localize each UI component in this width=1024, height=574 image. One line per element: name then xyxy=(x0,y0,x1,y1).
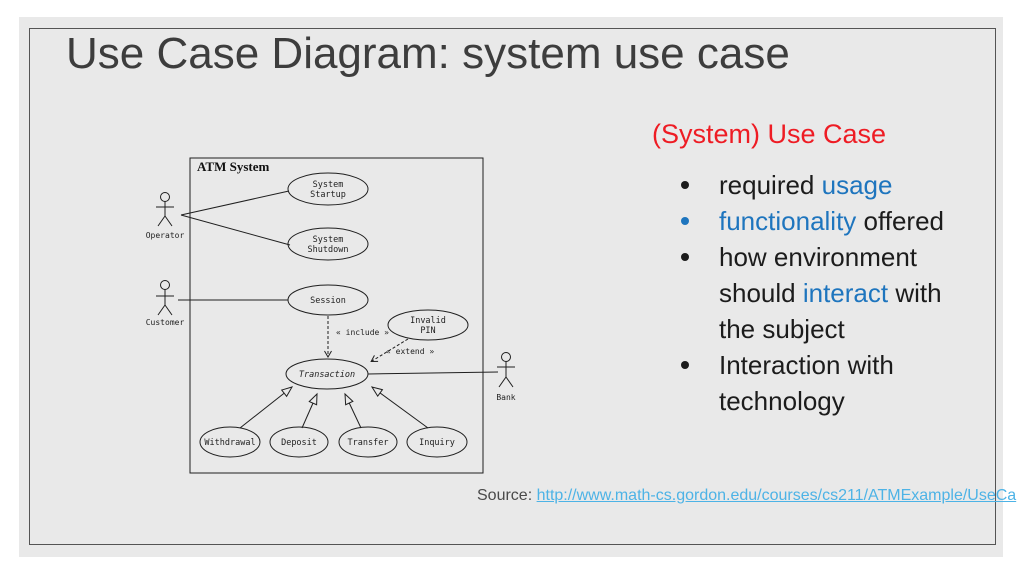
source-citation: Source: http://www.math-cs.gordon.edu/co… xyxy=(477,487,1016,505)
usecase-label: Startup xyxy=(310,190,346,200)
bullet-text-segment: offered xyxy=(856,206,945,236)
actor-customer xyxy=(156,280,174,316)
system-boundary-box xyxy=(189,157,484,474)
use-case-ovals xyxy=(199,172,469,458)
usecase-oval-withdrawal xyxy=(199,426,261,458)
bullet-list: required usage functionality offered how… xyxy=(667,167,987,419)
usecase-label: System xyxy=(313,235,344,245)
actor-bank-label: Bank xyxy=(496,393,515,402)
atm-use-case-diagram: ATM System « include » « extend » xyxy=(146,157,516,474)
operator-head xyxy=(160,192,170,202)
usecase-oval-system-startup xyxy=(287,172,369,206)
usecase-oval-session xyxy=(287,284,369,316)
bullet-text-segment: with the subject xyxy=(719,278,942,344)
actor-bank xyxy=(497,352,515,388)
source-hyperlink[interactable]: http://www.math-cs.gordon.edu/courses/cs… xyxy=(536,487,1017,504)
extend-arrow xyxy=(370,338,409,363)
usecase-label: Transfer xyxy=(348,438,389,448)
bullet-item: Interaction with technology xyxy=(667,347,977,419)
panel-heading: (System) Use Case xyxy=(652,119,887,149)
bullet-text-segment: how environment should xyxy=(719,242,917,308)
system-boundary-label: ATM System xyxy=(197,159,270,174)
bank-head xyxy=(501,352,511,362)
usecase-label: Invalid xyxy=(410,316,446,326)
source-label: Source: xyxy=(477,487,533,504)
customer-head xyxy=(160,280,170,290)
bullet-dot xyxy=(681,361,689,369)
bullet-dot xyxy=(681,217,689,225)
actor-operator xyxy=(156,192,174,227)
usecase-label: PIN xyxy=(420,326,435,336)
slide-title: Use Case Diagram: system use case xyxy=(66,29,790,78)
extend-stereotype: « extend » xyxy=(386,347,434,356)
bullet-dot xyxy=(681,253,689,261)
usecase-oval-deposit xyxy=(269,426,329,458)
include-stereotype: « include » xyxy=(336,328,389,337)
usecase-oval-transaction xyxy=(285,358,369,390)
usecase-label: Shutdown xyxy=(308,245,349,255)
usecase-oval-transfer xyxy=(338,426,398,458)
bullet-item: how environment should interact with the… xyxy=(667,239,977,347)
usecase-label-transaction: Transaction xyxy=(299,370,355,380)
actor-customer-label: Customer xyxy=(146,318,185,327)
association-lines xyxy=(178,190,499,375)
usecase-oval-inquiry xyxy=(406,426,468,458)
bullet-dot xyxy=(681,181,689,189)
bullet-text-segment: required xyxy=(719,170,822,200)
bullet-item: required usage xyxy=(667,167,977,203)
usecase-label: Session xyxy=(310,296,346,306)
actor-operator-label: Operator xyxy=(146,231,185,240)
bullet-text-segment: interact xyxy=(802,278,889,308)
bullet-text-segment: usage xyxy=(821,170,893,200)
bullet-text-segment: functionality xyxy=(719,206,857,236)
bullet-item: functionality offered xyxy=(667,203,977,239)
generalization-lines xyxy=(239,386,429,429)
usecase-label: Deposit xyxy=(281,438,317,448)
usecase-label: Withdrawal xyxy=(204,438,255,448)
usecase-oval-system-shutdown xyxy=(287,227,369,261)
bullet-text-segment: Interaction with technology xyxy=(719,350,894,416)
slide-canvas: Use Case Diagram: system use case ATM Sy… xyxy=(19,17,1016,557)
usecase-label: Inquiry xyxy=(419,438,455,448)
usecase-label: System xyxy=(313,180,344,190)
usecase-oval-invalid-pin xyxy=(387,309,469,341)
